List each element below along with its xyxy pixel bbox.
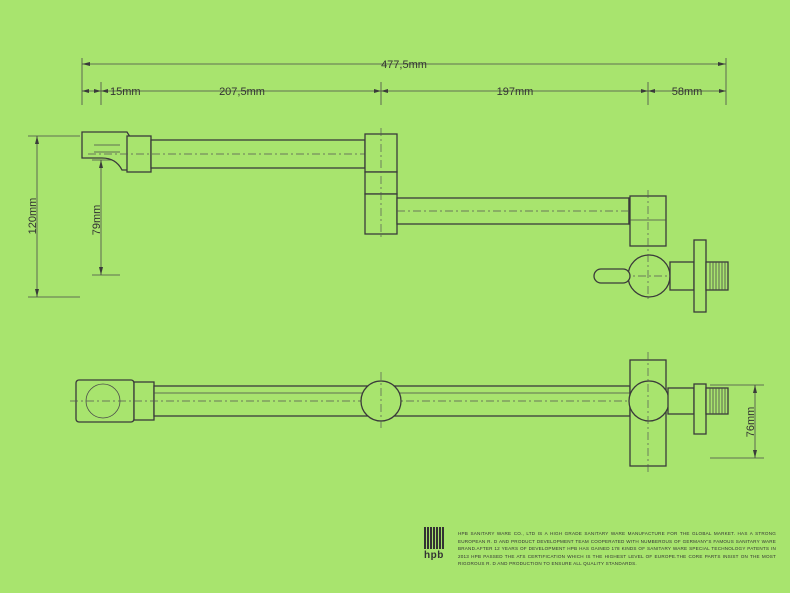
dim-spout-height: 79mm (91, 205, 103, 236)
left-dimension-lines (28, 135, 120, 298)
faucet-side-view (81, 128, 729, 313)
dim-overall-height: 120mm (27, 198, 39, 235)
brand-info: hpb HPB SANITARY WARE CO., LTD IS A HIGH… (424, 527, 776, 583)
brand-logo: hpb (424, 527, 446, 567)
faucet-top-view (70, 352, 764, 474)
top-dimension-lines (81, 58, 727, 105)
dim-segment-4: 58mm (672, 86, 703, 98)
dim-segment-1: 15mm (110, 86, 141, 98)
dim-segment-2: 207,5mm (219, 86, 265, 98)
brand-description: HPB SANITARY WARE CO., LTD IS A HIGH GRA… (458, 531, 776, 566)
thread-marks-top (709, 388, 726, 414)
thread-marks (709, 262, 726, 290)
dim-overall-length: 477,5mm (381, 59, 427, 71)
dim-segment-3: 197mm (497, 86, 534, 98)
brand-logo-text: hpb (424, 550, 444, 561)
dim-body-depth: 76mm (745, 407, 757, 438)
